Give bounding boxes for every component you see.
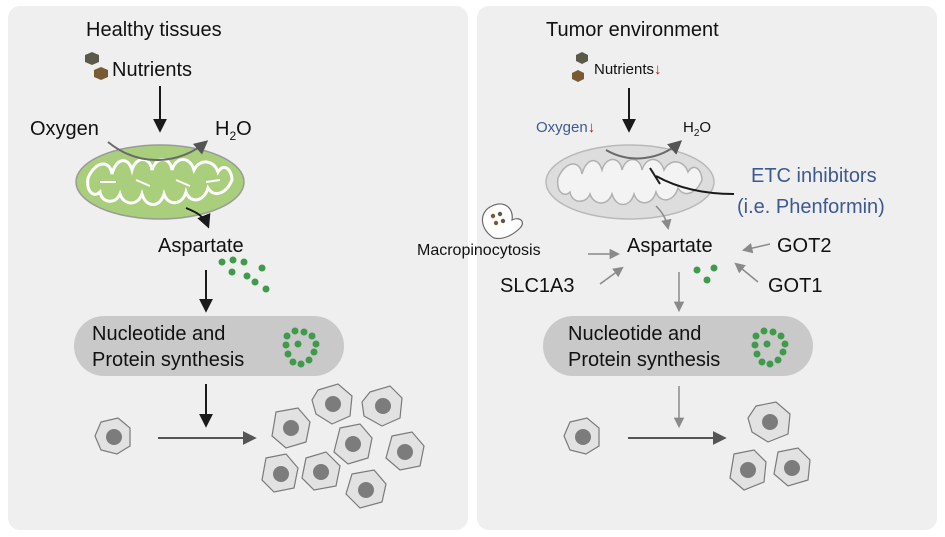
synthesis-box-tumor (543, 316, 813, 376)
mitochondrion-healthy (75, 144, 245, 220)
synthesis-label-line1: Nucleotide and (92, 323, 226, 345)
synthesis-label-line2: Protein synthesis (92, 349, 245, 371)
aspartate-dots (693, 264, 718, 284)
protein-ring (282, 327, 320, 368)
water-o: O (699, 119, 712, 136)
synthesis-label-line2: Protein synthesis (568, 349, 721, 371)
single-cell (563, 417, 600, 455)
got1-label: GOT1 (768, 275, 823, 297)
slc1a3-arrow (599, 266, 624, 285)
oxygen-label: Oxygen (30, 118, 99, 140)
nutrient-icon (576, 52, 588, 64)
macropinocytosis-label: Macropinocytosis (417, 242, 541, 259)
left-panel-title: Healthy tissues (86, 19, 222, 41)
oxygen-to-water-arrow (605, 140, 683, 160)
oxygen-decrease-icon: ↓ (587, 119, 596, 136)
single-cell (94, 417, 131, 455)
macropinocytosis-icon (481, 203, 524, 240)
aspartate-label: Aspartate (627, 235, 713, 257)
etc-inhibition-line (655, 175, 735, 195)
nutrient-icon (94, 67, 108, 80)
oxygen-text: Oxygen (536, 119, 588, 136)
water-h: H (683, 119, 694, 136)
left-panel (8, 6, 468, 530)
nutrient-icon (572, 70, 584, 82)
nutrients-label: Nutrients↓ (594, 62, 662, 77)
etc-inhibitors-line2: (i.e. Phenformin) (737, 196, 885, 218)
aspartate-label: Aspartate (158, 235, 244, 257)
water-o: O (236, 118, 252, 140)
got2-label: GOT2 (777, 235, 832, 257)
water-subscript: 2 (693, 128, 700, 139)
got1-arrow (734, 262, 759, 283)
mito-to-aspartate-arrow (655, 205, 672, 231)
right-panel-title: Tumor environment (546, 19, 719, 41)
mito-to-aspartate-arrow (185, 207, 211, 229)
got2-arrow (741, 242, 771, 254)
aspartate-dots (218, 256, 270, 293)
oxygen-label: Oxygen↓ (536, 120, 595, 135)
nutrients-text: Nutrients (594, 61, 655, 78)
synthesis-label-line1: Nucleotide and (568, 323, 702, 345)
nutrients-decrease-icon: ↓ (654, 61, 662, 78)
water-label: H2O (215, 119, 252, 142)
synthesis-box-healthy (74, 316, 344, 376)
etc-inhibitors-line1: ETC inhibitors (751, 165, 877, 187)
etc-inhibition-bar (649, 167, 661, 185)
protein-ring (751, 327, 789, 368)
nutrient-icon (85, 52, 99, 65)
nutrients-label: Nutrients (112, 59, 193, 81)
water-subscript: 2 (229, 129, 237, 143)
right-panel (477, 6, 937, 530)
water-label: H2O (683, 120, 711, 139)
slc1a3-label: SLC1A3 (500, 275, 575, 297)
cell-nuclei (740, 414, 800, 478)
oxygen-to-water-arrow (107, 140, 209, 161)
cell-nuclei (273, 396, 413, 498)
mitochondrion-tumor (545, 144, 715, 220)
water-h: H (215, 118, 230, 140)
